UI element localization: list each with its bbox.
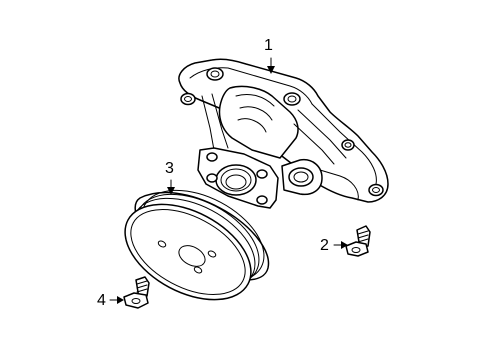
callout-2: 2 [320,237,329,254]
water-pump-housing [178,58,389,209]
pulley [124,189,270,301]
callout-4: 4 [97,292,106,309]
callout-3: 3 [165,160,174,177]
bolt-2 [345,225,371,257]
callout-1: 1 [264,37,273,54]
leader-4 [109,296,124,304]
bolt-4 [123,276,150,309]
leader-1 [267,57,275,74]
leader-2 [333,241,348,249]
leader-3 [167,179,175,195]
